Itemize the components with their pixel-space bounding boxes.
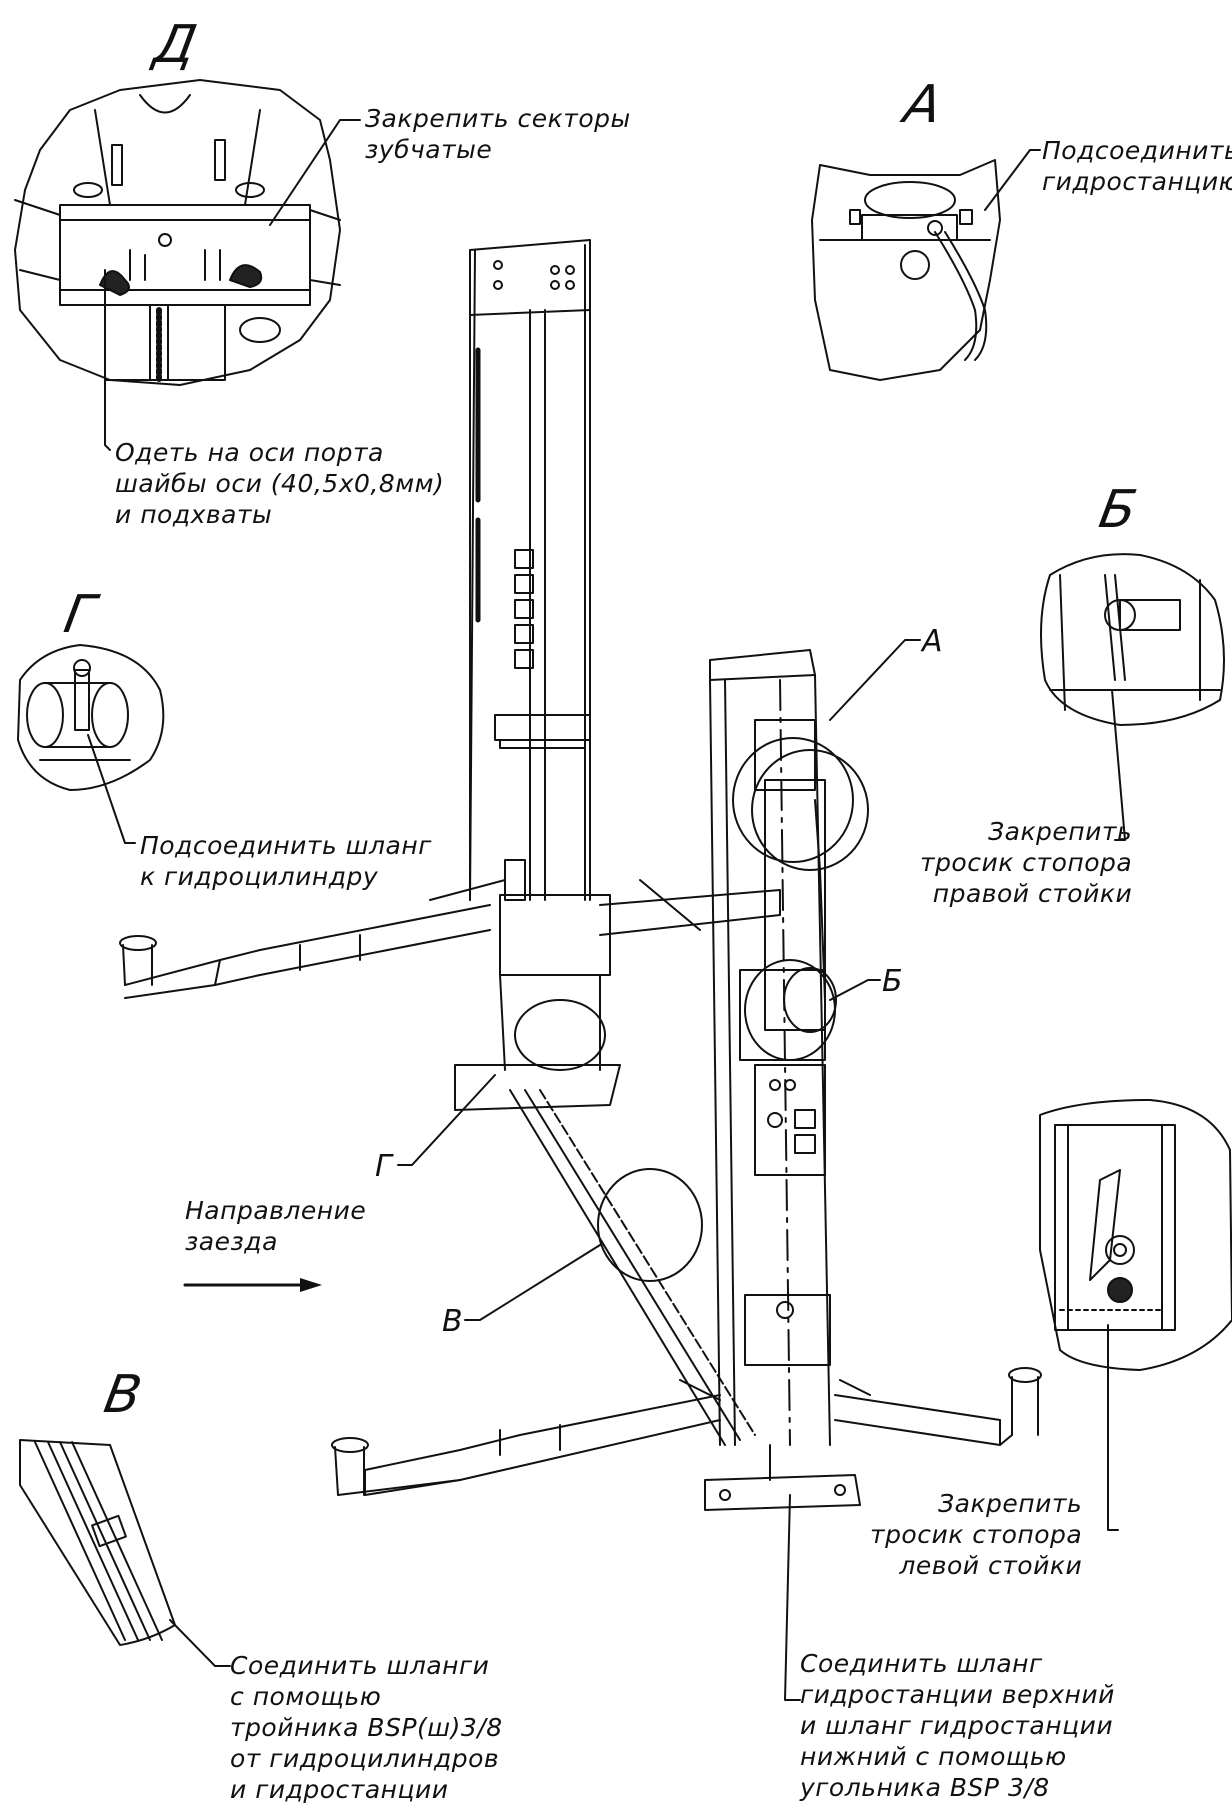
direction-arrow: [183, 1278, 322, 1292]
hose-note-leader: [784, 1494, 801, 1701]
callout-v-leader: [464, 1244, 601, 1321]
detail-b-zoom: [1040, 553, 1225, 841]
callout-b-leader: [829, 979, 881, 1001]
detail-d-zoom: [14, 79, 361, 451]
note-washers-and-grips: Одеть на оси порта шайбы оси (40,5х0,8мм…: [115, 438, 445, 529]
note-gear-sectors: Закрепить секторы зубчатые: [365, 104, 631, 164]
detail-left-post-zoom: [1039, 1099, 1232, 1531]
callout-a-letter: А: [922, 624, 943, 659]
callout-g-letter: Г: [375, 1149, 392, 1184]
callout-g-leader: [397, 1074, 496, 1166]
note-right-post-stopper-cable: Закрепить тросик стопора правой стойки: [920, 817, 1133, 908]
note-entry-direction: Направление заезда: [185, 1196, 367, 1256]
callout-v-letter: В: [442, 1304, 463, 1339]
note-connect-hydraulic-station: Подсоединить гидростанцию: [1042, 136, 1232, 196]
detail-g-zoom: [17, 644, 165, 844]
callout-a-leader: [829, 639, 921, 721]
detail-a-zoom: [811, 149, 1041, 381]
callout-b-letter: Б: [882, 964, 903, 999]
note-tee-fitting: Соединить шланги с помощью тройника BSP(…: [230, 1651, 503, 1804]
note-elbow-fitting: Соединить шланг гидростанции верхний и ш…: [800, 1649, 1115, 1802]
note-connect-hose-cylinder: Подсоединить шланг к гидроцилиндру: [140, 831, 432, 891]
main-lift-assembly: [119, 239, 1042, 1511]
detail-v-zoom: [19, 1439, 231, 1667]
note-left-post-stopper-cable: Закрепить тросик стопора левой стойки: [870, 1489, 1083, 1580]
